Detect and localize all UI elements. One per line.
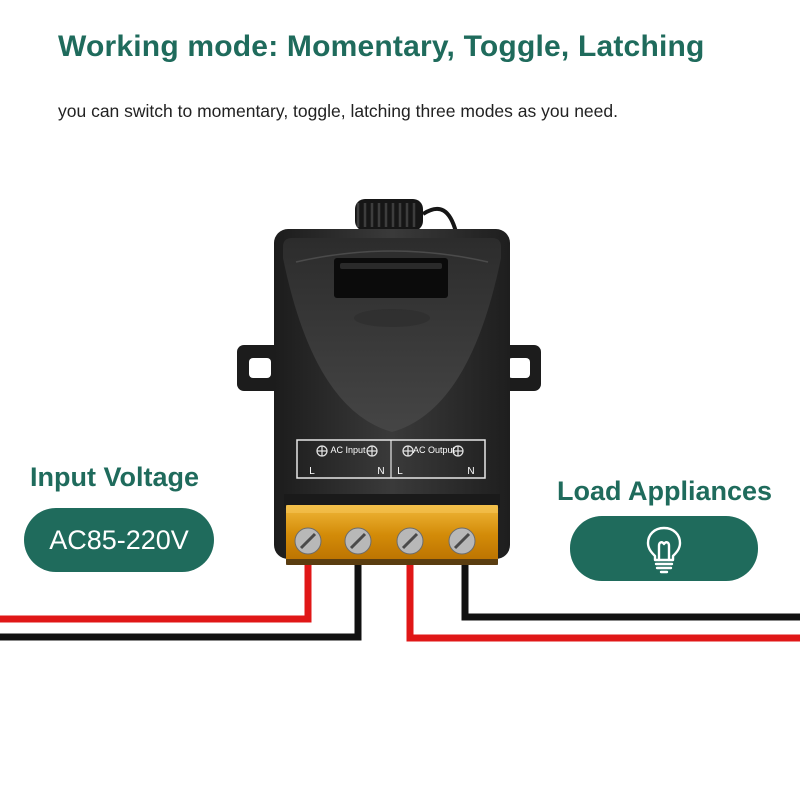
pin-label-2: N xyxy=(377,466,384,477)
page-title: Working mode: Momentary, Toggle, Latchin… xyxy=(58,30,705,63)
antenna-coil xyxy=(355,199,458,233)
terminal-label-plate: AC Input AC Output L N L N xyxy=(296,439,486,479)
relay-housing xyxy=(274,229,510,559)
pin-label-3: L xyxy=(397,466,403,477)
terminal-block xyxy=(284,494,500,565)
neutral-output-wire xyxy=(461,555,800,621)
load-appliances-badge xyxy=(570,516,758,581)
load-appliances-title: Load Appliances xyxy=(557,476,773,506)
live-input-wire xyxy=(0,555,312,623)
input-voltage-value: AC85-220V xyxy=(49,524,189,555)
neutral-input-wire xyxy=(0,555,362,641)
mounting-ear-left xyxy=(237,345,281,391)
ac-input-label: AC Input xyxy=(330,445,366,455)
ac-output-label: AC Output xyxy=(413,445,456,455)
wire-group xyxy=(0,555,800,642)
pin-label-4: N xyxy=(467,466,474,477)
live-output-wire xyxy=(406,555,800,642)
light-bulb-icon xyxy=(646,526,682,573)
pin-label-1: L xyxy=(309,466,315,477)
input-voltage-title: Input Voltage xyxy=(30,462,199,492)
page-subtitle: you can switch to momentary, toggle, lat… xyxy=(58,101,618,121)
input-voltage-badge: AC85-220V xyxy=(24,508,214,572)
